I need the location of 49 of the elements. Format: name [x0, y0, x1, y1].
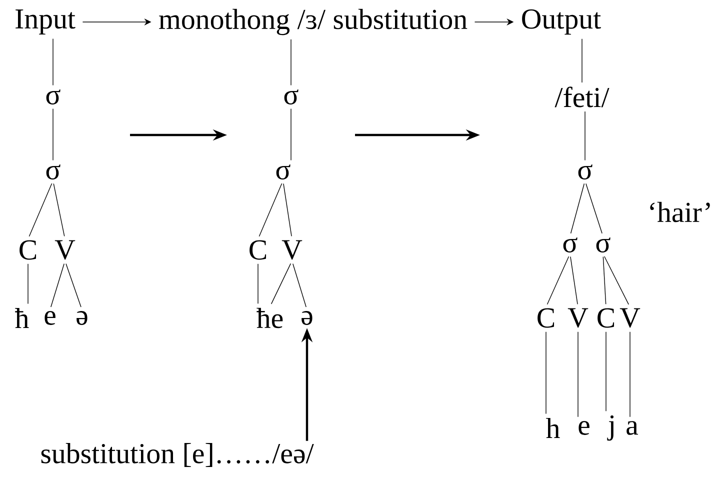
tree-line	[53, 183, 65, 237]
tree-line	[546, 256, 570, 305]
tree-symbol: C	[250, 240, 266, 260]
tree-symbol: V	[568, 308, 588, 328]
tree-line	[570, 183, 585, 234]
tree-symbol: ə	[76, 311, 88, 325]
stage-label: Input	[16, 9, 76, 35]
tree-symbol: C	[20, 240, 36, 260]
stage-label: Output	[522, 9, 601, 35]
tree-symbol: C	[538, 308, 554, 328]
tree-line	[28, 183, 52, 237]
stage-label: monothong /ɜ/ substitution	[159, 8, 468, 36]
tree-symbol: σ	[578, 164, 592, 180]
tree-symbol: j	[607, 415, 614, 441]
tree-symbol: ħ	[15, 308, 29, 328]
tree-symbol: σ	[276, 164, 290, 180]
tree-symbol: ħe	[256, 308, 283, 328]
tree-symbol: V	[620, 308, 640, 328]
tree-line	[290, 38, 292, 86]
tree-line	[52, 108, 54, 161]
tree-line	[586, 183, 602, 234]
tree-symbol: C	[598, 308, 614, 328]
tree-symbol: /feti/	[554, 86, 610, 108]
tree-symbol: V	[54, 240, 76, 260]
gloss-text: ‘hair’	[650, 202, 710, 222]
tree-symbol: σ	[46, 89, 60, 105]
tree-symbol: σ	[596, 237, 610, 253]
tree-symbol: σ	[46, 164, 60, 180]
tree-line	[604, 256, 629, 305]
tree-symbol: h	[546, 418, 560, 438]
tree-line	[283, 183, 292, 236]
tree-line	[584, 111, 586, 161]
tree-symbol: σ	[284, 89, 298, 105]
tree-line	[270, 263, 292, 304]
tree-line	[570, 256, 578, 304]
tree-line	[50, 263, 64, 308]
annotation-text: substitution [e]……/eə/	[41, 443, 314, 467]
tree-symbol: ə	[302, 311, 312, 325]
tree-line	[52, 38, 54, 86]
tree-line	[66, 263, 82, 308]
tree-line	[292, 263, 306, 308]
tree-line	[258, 183, 282, 237]
tree-symbol: e	[578, 421, 590, 435]
tree-symbol: a	[626, 421, 638, 435]
tree-symbol: V	[282, 240, 302, 260]
tree-symbol: e	[44, 311, 56, 325]
tree-line	[602, 256, 606, 304]
tree-line	[290, 108, 292, 161]
tree-symbol: σ	[563, 237, 578, 253]
